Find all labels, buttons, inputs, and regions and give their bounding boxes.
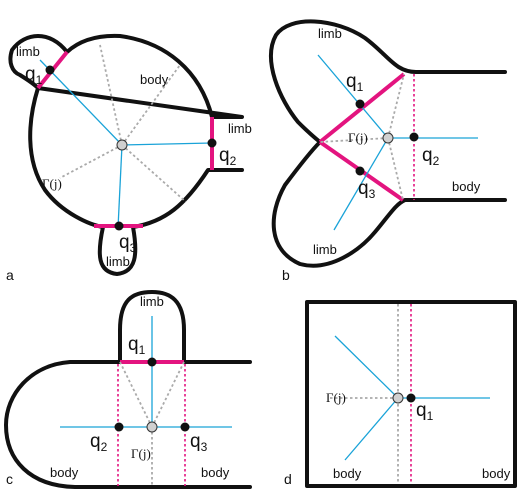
panel-a-skeleton-line [59, 144, 123, 179]
panel-d-body-label: body [482, 466, 511, 481]
panel-d-center-node [392, 392, 404, 404]
panel-c-q3-point [180, 422, 190, 432]
panel-b-ray-q1 [317, 54, 389, 139]
panel-b-skeleton-line [387, 137, 404, 201]
panel-c-gamma-label: Γ(j) [131, 446, 151, 461]
panel-d: Γ(j) q1 body body d [284, 300, 517, 488]
panel-d-body-label: body [333, 466, 362, 481]
panel-a-skeleton-line [99, 44, 123, 146]
panel-d-letter: d [284, 471, 292, 487]
panel-a-body-outline [8, 33, 244, 276]
panel-a-skeleton-line [121, 144, 187, 203]
panel-b-limb-label: limb [318, 26, 342, 41]
panel-b-skeleton-line [387, 73, 405, 139]
panel-b-q1-label: q1 [346, 71, 364, 94]
panel-c-outline [4, 290, 252, 489]
panel-b-outline-lower [271, 140, 507, 268]
panel-a-center-node [116, 139, 128, 151]
panel-c-q2-point [114, 422, 124, 432]
panel-c-skeleton-line [119, 361, 153, 428]
panel-c-q2-label: q2 [90, 431, 108, 454]
panel-b-q2-point [409, 132, 419, 142]
panel-b-skeleton-line [319, 137, 389, 143]
panel-a-q1-label: q1 [25, 64, 43, 87]
panel-a-q2-point [207, 138, 217, 148]
panel-c-body-label: body [50, 465, 79, 480]
panel-c-body-label: body [201, 465, 230, 480]
panel-a-q3-label: q3 [119, 232, 137, 255]
panel-c-q1-label: q1 [128, 334, 146, 357]
panel-b-outline-upper [269, 19, 507, 144]
panel-a-body-label: body [140, 72, 169, 87]
panel-b-q3-point [355, 166, 365, 176]
panel-a-ray-q3 [117, 144, 123, 229]
panel-b-body-label: body [452, 179, 481, 194]
panel-c-limb-label: limb [140, 294, 164, 309]
panel-a-letter: a [6, 267, 14, 283]
panel-b-gamma-label: Γ(j) [348, 130, 368, 145]
panel-b-q3-label: q3 [358, 178, 376, 201]
panel-c: limb body body Γ(j) q1 q2 q3 c [4, 290, 252, 489]
panel-d-q1-point [406, 393, 416, 403]
panel-b-ray-q3 [333, 137, 389, 231]
panel-b-q2-label: q2 [422, 145, 440, 168]
panel-a-q2-label: q2 [219, 145, 237, 168]
panel-a-q3-point [114, 221, 124, 231]
panel-c-skeleton-line [151, 361, 185, 428]
panel-c-q3-label: q3 [190, 431, 208, 454]
panel-a-limb-label: limb [106, 254, 130, 269]
panel-b-letter: b [282, 267, 290, 283]
panel-a-q1-point [45, 65, 55, 75]
panel-a-limb-label: limb [16, 44, 40, 59]
panel-d-ray [344, 397, 399, 461]
panel-d-frame [305, 300, 517, 488]
panel-b-q1-point [355, 99, 365, 109]
panel-c-center-node [146, 421, 158, 433]
panel-b-limb-label: limb [313, 242, 337, 257]
panel-a-ray-q2 [121, 142, 213, 146]
panel-c-q1-point [147, 357, 157, 367]
panel-d-q1-label: q1 [416, 400, 434, 423]
panel-a-skeleton-line [121, 64, 181, 146]
panel-d-ray [334, 335, 399, 399]
panel-a: limb limb limb body Γ(j) q1 q2 q3 a [6, 33, 252, 283]
panel-d-gamma-label: Γ(j) [326, 390, 346, 405]
panel-b-center-node [382, 132, 394, 144]
panel-a-ray-q1 [39, 59, 123, 146]
panel-a-gamma-label: Γ(j) [42, 176, 62, 191]
panel-b: limb limb body Γ(j) q1 q2 q3 b [269, 19, 507, 283]
panel-a-limb-label: limb [228, 121, 252, 136]
panel-c-letter: c [6, 471, 13, 487]
